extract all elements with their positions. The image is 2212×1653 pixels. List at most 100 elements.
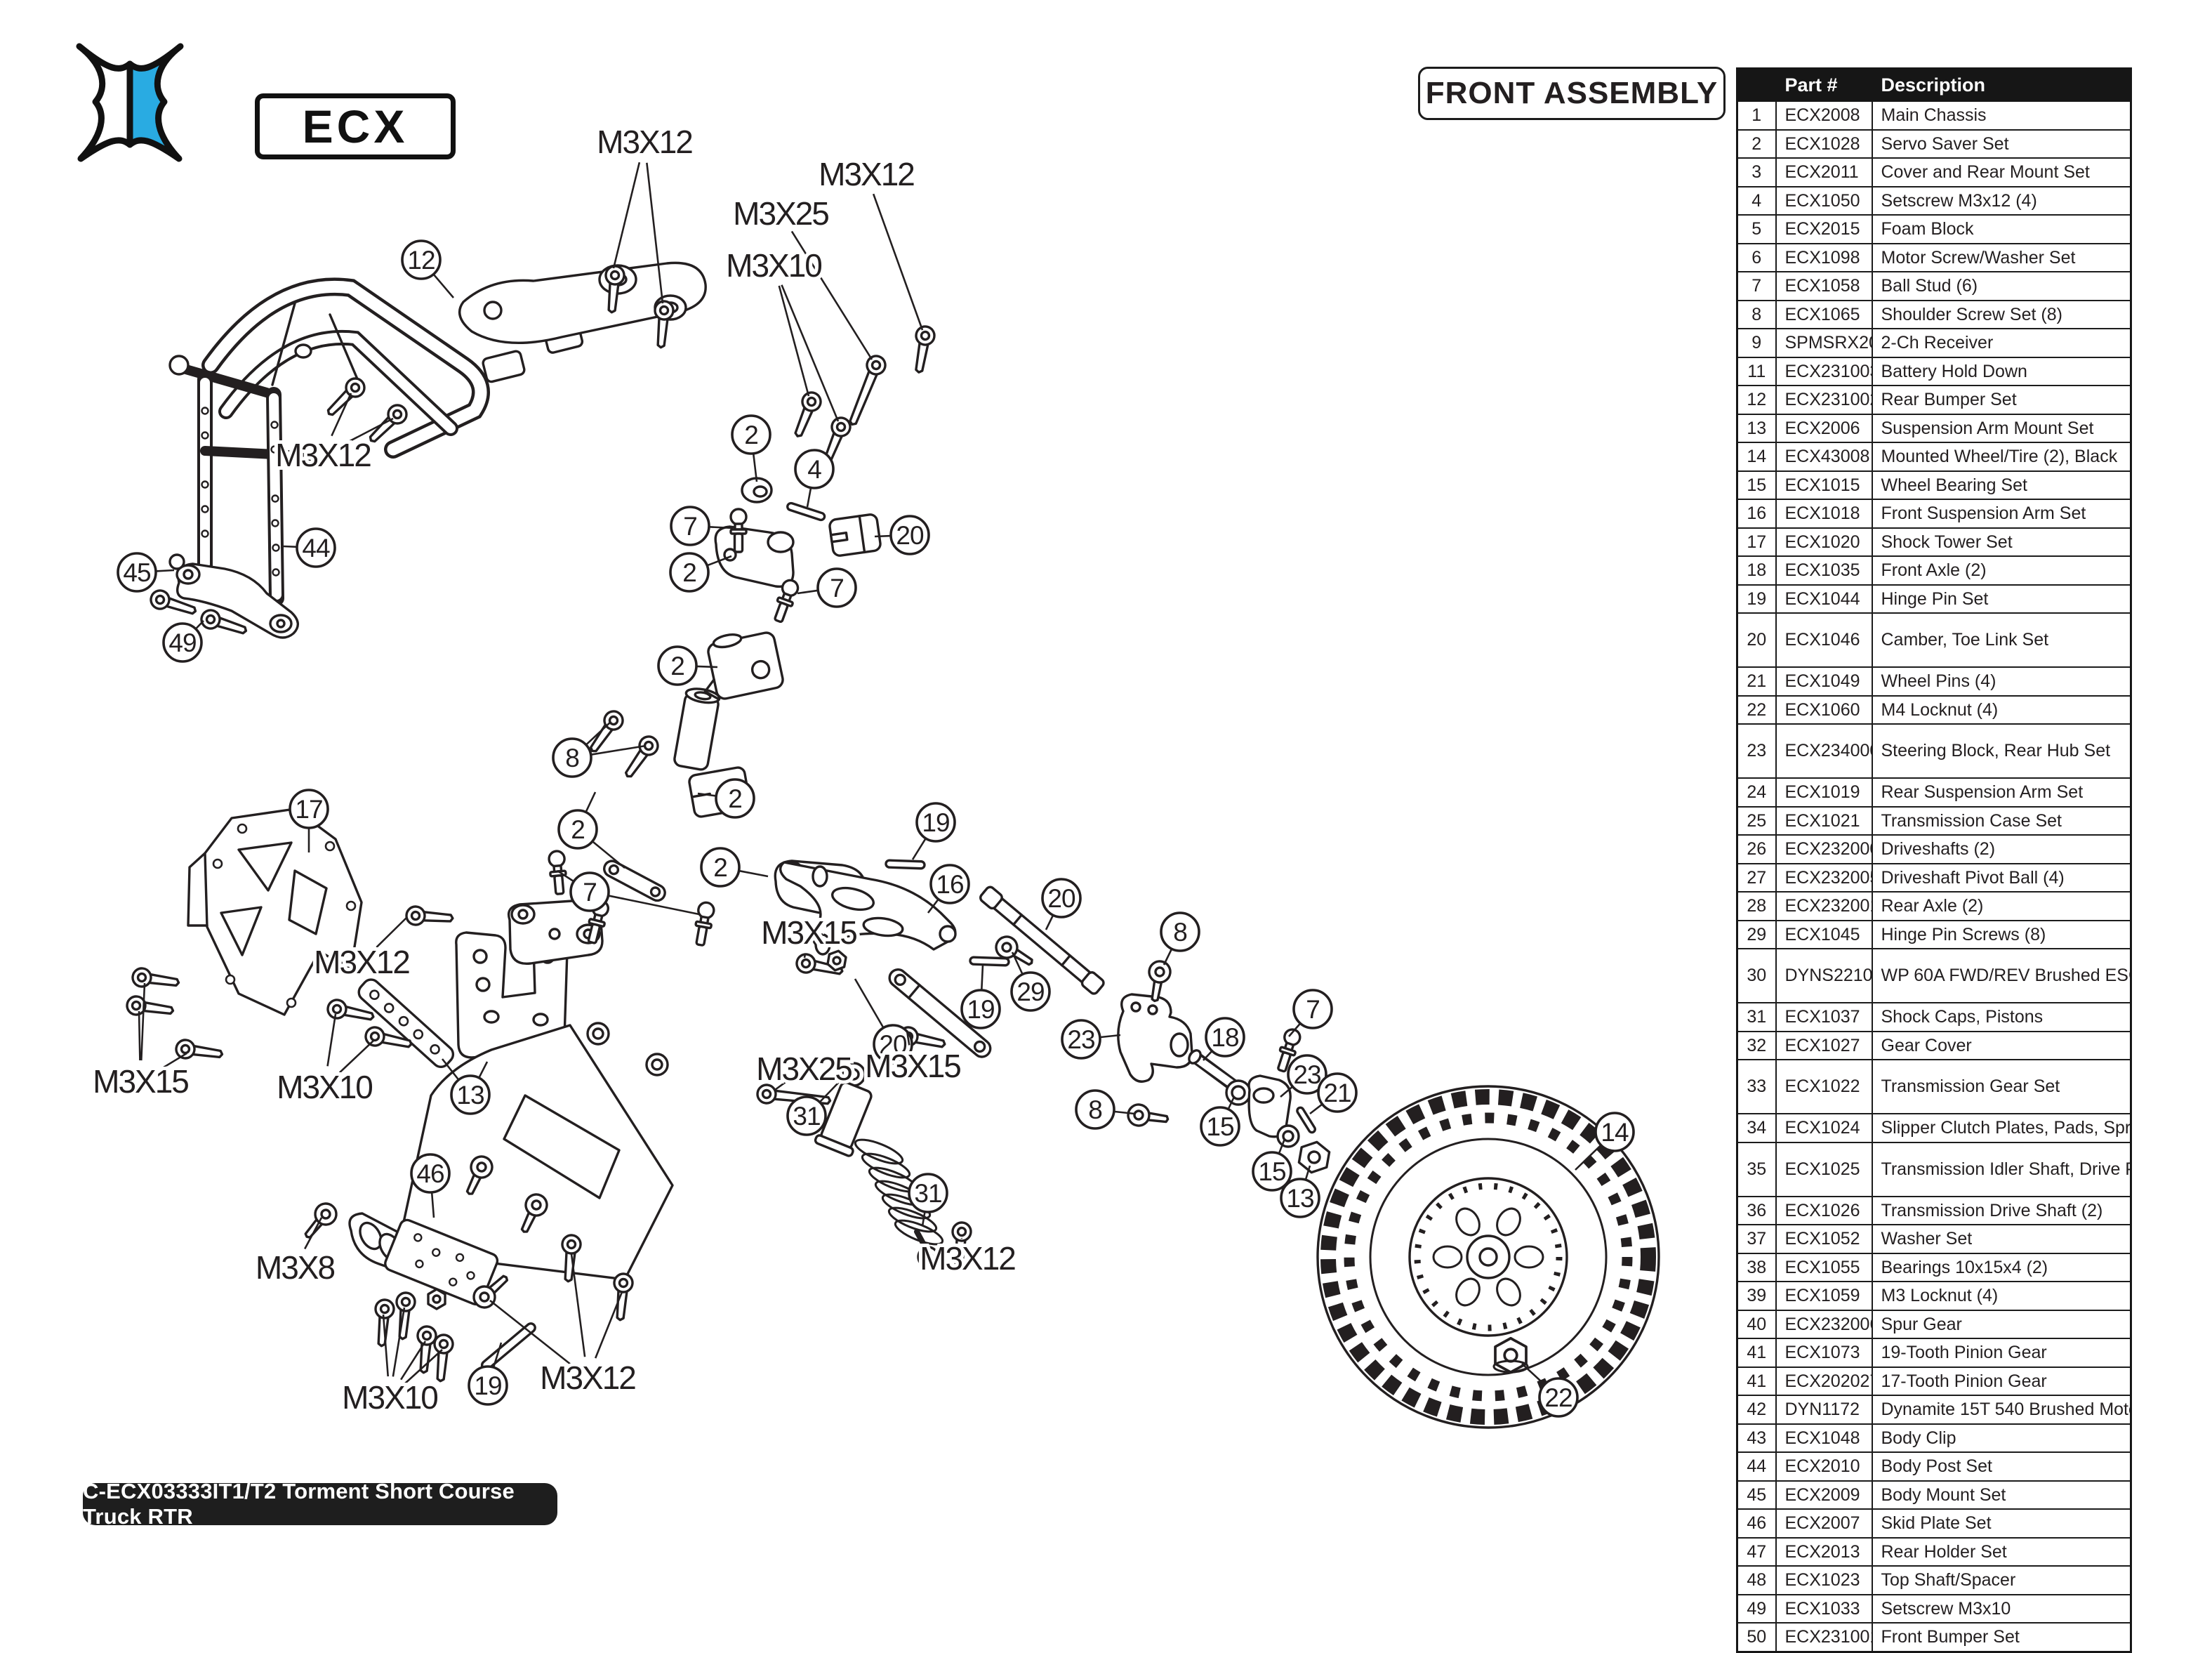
cell-desc: Hinge Pin Set	[1872, 585, 2131, 614]
cell-num: 42	[1737, 1395, 1776, 1424]
table-row: 9SPMSRX2002-Ch Receiver	[1737, 329, 2131, 357]
cell-desc: Driveshaft Pivot Ball (4)	[1872, 864, 2131, 893]
cell-desc: Washer Set	[1872, 1225, 2131, 1253]
cell-desc: Mounted Wheel/Tire (2), Black	[1872, 442, 2131, 471]
leader-line	[807, 488, 811, 507]
cell-num: 39	[1737, 1282, 1776, 1310]
cell-num: 5	[1737, 215, 1776, 244]
cell-desc: M3 Locknut (4)	[1872, 1282, 2131, 1310]
callout-13: 13	[451, 1076, 489, 1114]
leader-line	[608, 895, 699, 914]
fastener-label: M3X10	[342, 1379, 437, 1416]
leader-line	[479, 1062, 487, 1078]
fastener-label: M3X12	[920, 1240, 1015, 1277]
callout-7: 7	[671, 507, 709, 545]
cell-part: DYNS2210	[1776, 949, 1872, 1003]
cell-num: 44	[1737, 1452, 1776, 1481]
callout-22: 22	[1539, 1378, 1577, 1416]
callout-2: 2	[559, 810, 597, 848]
callout-number: 13	[1286, 1184, 1313, 1213]
callout-number: 2	[744, 421, 758, 449]
cell-num: 40	[1737, 1310, 1776, 1339]
callout-number: 23	[1067, 1025, 1094, 1054]
leader-line	[1203, 1051, 1212, 1060]
fastener-label: M3X12	[540, 1359, 635, 1396]
leader-line	[709, 527, 733, 528]
fastener-label: M3X12	[819, 156, 914, 192]
callout-number: 31	[914, 1179, 941, 1208]
cell-part: ECX2015	[1776, 215, 1872, 244]
leader-line	[586, 722, 611, 745]
cell-desc: Camber, Toe Link Set	[1872, 613, 2131, 667]
leader-line	[696, 666, 717, 667]
cell-num: 50	[1737, 1623, 1776, 1652]
cell-part: ECX1027	[1776, 1032, 1872, 1060]
cell-desc: Transmission Drive Shaft (2)	[1872, 1197, 2131, 1225]
callout-number: 2	[682, 558, 696, 587]
callout-number: 17	[295, 795, 322, 824]
leader-line	[305, 1218, 322, 1249]
cell-desc: Rear Suspension Arm Set	[1872, 778, 2131, 807]
product-label: C-ECX03333IT1/T2 Torment Short Course Tr…	[83, 1483, 557, 1525]
cell-part: ECX2008	[1776, 101, 1872, 130]
callout-7: 7	[571, 873, 609, 911]
callout-8: 8	[553, 739, 591, 777]
leader-line	[591, 746, 646, 755]
leader-line	[707, 556, 731, 565]
cell-desc: Spur Gear	[1872, 1310, 2131, 1339]
x-star-icon	[79, 46, 180, 159]
cell-part: ECX1025	[1776, 1142, 1872, 1197]
cell-part: ECX1052	[1776, 1225, 1872, 1253]
cell-desc: Main Chassis	[1872, 101, 2131, 130]
cell-part: ECX1055	[1776, 1253, 1872, 1282]
cell-desc: Motor Screw/Washer Set	[1872, 244, 2131, 272]
cell-desc: Gear Cover	[1872, 1032, 2131, 1060]
cell-part: ECX1060	[1776, 696, 1872, 725]
cell-desc: 2-Ch Receiver	[1872, 329, 2131, 357]
leader-line	[156, 570, 174, 571]
cell-part: ECX1046	[1776, 613, 1872, 667]
callout-7: 7	[1294, 990, 1332, 1028]
cell-desc: Shock Tower Set	[1872, 528, 2131, 557]
leader-line	[1228, 1097, 1234, 1109]
leader-line	[1522, 1364, 1544, 1385]
cell-num: 41	[1737, 1367, 1776, 1396]
cell-num: 6	[1737, 244, 1776, 272]
callout-29: 29	[1012, 973, 1049, 1010]
cell-part: ECX232000	[1776, 835, 1872, 864]
leader-line	[571, 1254, 585, 1357]
callout-31: 31	[788, 1097, 826, 1135]
cell-num: 15	[1737, 471, 1776, 500]
callout-20: 20	[1042, 879, 1080, 917]
leader-line	[797, 591, 818, 593]
cell-num: 21	[1737, 667, 1776, 696]
callout-20: 20	[891, 516, 929, 554]
leader-line	[1100, 1035, 1120, 1037]
leader-line	[592, 841, 625, 868]
callout-14: 14	[1596, 1113, 1634, 1151]
callout-number: 2	[571, 815, 585, 844]
callout-number: 14	[1601, 1118, 1629, 1147]
callout-number: 19	[922, 808, 949, 837]
leader-line	[595, 1292, 622, 1358]
page-title: FRONT ASSEMBLY	[1418, 67, 1726, 120]
